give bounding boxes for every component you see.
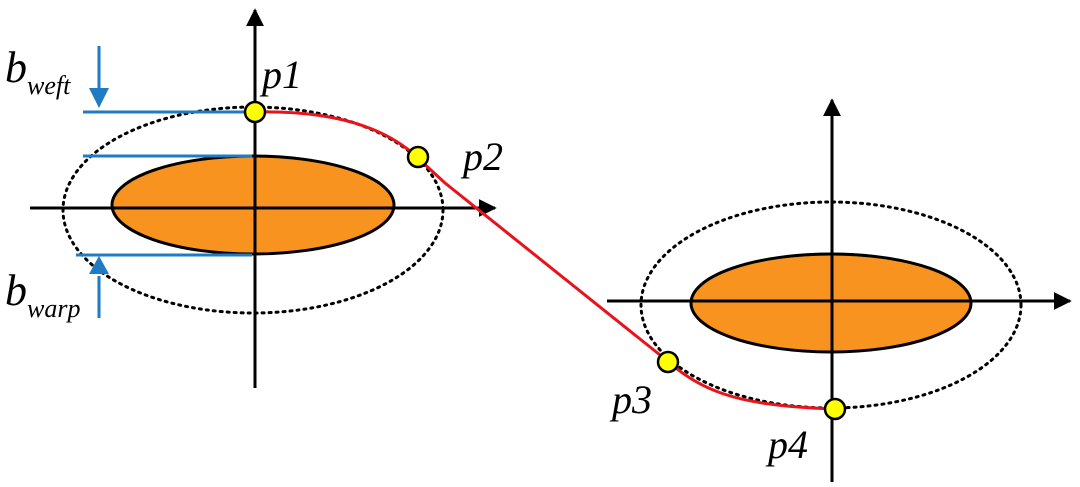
label-p1: p1 — [259, 52, 302, 97]
b-weft-main: b — [5, 43, 27, 92]
label-p3: p3 — [609, 377, 652, 422]
right-cross-section — [607, 98, 1072, 482]
warp-arrow-head — [89, 256, 109, 274]
weft-arrow-head — [89, 88, 109, 108]
label-p2: p2 — [460, 134, 503, 179]
left-fiber-ellipse — [110, 154, 396, 256]
dimension-lines — [76, 46, 252, 318]
control-point-p3 — [656, 350, 680, 374]
b-warp-main: b — [5, 266, 27, 315]
label-b-weft: b weft — [5, 43, 71, 100]
b-warp-subscript: warp — [27, 294, 80, 323]
left-cross-section — [30, 8, 497, 388]
b-weft-subscript: weft — [27, 71, 71, 100]
label-b-warp: b warp — [5, 266, 80, 323]
control-point-p2 — [406, 145, 430, 169]
label-p4: p4 — [765, 422, 808, 467]
control-point-p1 — [243, 100, 267, 124]
yarn-path-curve — [254, 110, 833, 411]
right-outer-envelope — [639, 200, 1023, 410]
left-outer-envelope — [61, 105, 445, 315]
control-point-p4 — [823, 397, 847, 421]
control-points — [243, 100, 847, 421]
